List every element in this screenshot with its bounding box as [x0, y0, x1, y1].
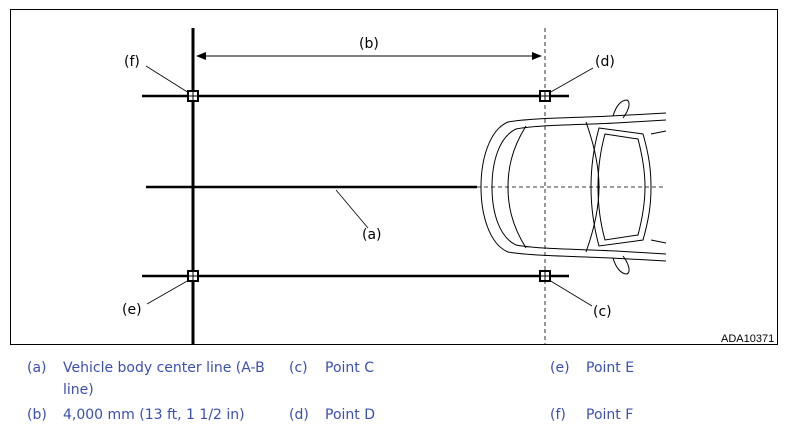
point-f-marker [187, 90, 199, 102]
car-outline [480, 99, 667, 275]
leader-c [548, 279, 593, 307]
legend-text: Vehicle body center line (A-B [63, 360, 265, 376]
leader-f [145, 65, 190, 94]
legend-text: Point D [325, 407, 375, 423]
legend: (a) Vehicle body center line (A-B line) … [0, 355, 788, 433]
legend-key: (c) [289, 360, 308, 376]
point-e-marker [187, 270, 199, 282]
legend-key: (e) [550, 360, 570, 376]
legend-key: (d) [289, 407, 309, 423]
legend-text: Point C [325, 360, 374, 376]
diagram-figure: (b) (f) (d) (a) (e) (c) ADA10371 [10, 9, 778, 345]
legend-text-continued: line) [63, 382, 94, 398]
legend-key: (a) [27, 360, 47, 376]
label-f: (f) [124, 54, 140, 70]
diagram-svg: (b) (f) (d) (a) (e) (c) ADA10371 [122, 28, 774, 345]
label-b: (b) [359, 36, 379, 52]
point-d-marker [539, 90, 551, 102]
legend-key: (f) [550, 407, 566, 423]
label-c: (c) [593, 304, 612, 320]
leader-a [335, 189, 369, 229]
leader-d [548, 67, 594, 94]
leader-e [146, 279, 190, 305]
legend-text: Point E [586, 360, 635, 376]
legend-key: (b) [27, 407, 47, 423]
label-d: (d) [595, 54, 615, 70]
figure-id: ADA10371 [721, 333, 774, 345]
label-e: (e) [122, 302, 142, 318]
label-a: (a) [362, 227, 382, 243]
point-c-marker [539, 270, 551, 282]
legend-text: 4,000 mm (13 ft, 1 1/2 in) [63, 407, 245, 423]
legend-text: Point F [586, 407, 634, 423]
